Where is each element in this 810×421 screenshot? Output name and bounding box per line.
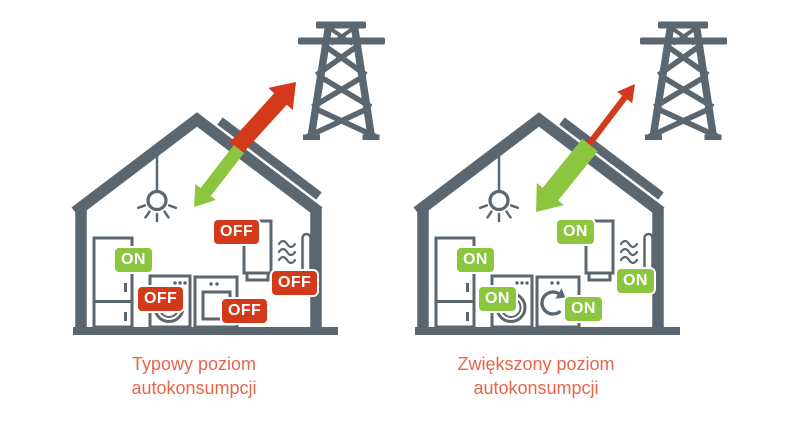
solar-panel-icon bbox=[559, 117, 664, 200]
solar-panel-icon bbox=[217, 117, 322, 200]
ground-line bbox=[73, 327, 338, 335]
water-heater-state-badge: ON bbox=[555, 218, 596, 246]
water-heater-state-badge: OFF bbox=[212, 218, 262, 246]
caption-line: Zwiększony poziom bbox=[457, 354, 615, 374]
dishwasher-state-badge: ON bbox=[563, 295, 604, 323]
right-scene bbox=[413, 21, 727, 335]
caption-line: autokonsumpcji bbox=[131, 378, 257, 398]
power-line-tower-icon bbox=[640, 21, 727, 140]
radiator-icon bbox=[277, 232, 312, 275]
left-scene bbox=[71, 21, 385, 335]
washing-machine-state-badge: OFF bbox=[136, 285, 186, 313]
ceiling-lamp-icon bbox=[136, 149, 178, 223]
caption-line: Typowy poziom bbox=[131, 354, 257, 374]
house-outline bbox=[413, 112, 680, 335]
right-diagram-caption: Zwiększony poziom autokonsumpcji bbox=[386, 352, 686, 400]
left-diagram-caption: Typowy poziom autokonsumpcji bbox=[44, 352, 344, 400]
self-consumption-arrow bbox=[536, 138, 598, 212]
ceiling-lamp-icon bbox=[478, 149, 520, 223]
radiator-state-badge: OFF bbox=[270, 269, 320, 297]
grid-export-arrow bbox=[229, 82, 296, 154]
grid-export-arrow bbox=[584, 84, 635, 149]
power-line-tower-icon bbox=[298, 21, 385, 140]
caption-line: autokonsumpcji bbox=[473, 378, 599, 398]
self-consumption-arrow bbox=[194, 145, 245, 207]
cycle-rotation-icon bbox=[540, 288, 566, 316]
fridge-state-badge: ON bbox=[113, 246, 154, 274]
radiator-state-badge: ON bbox=[615, 267, 656, 295]
washing-machine-state-badge: ON bbox=[477, 285, 518, 313]
oven-state-badge: OFF bbox=[220, 297, 270, 325]
fridge-state-badge: ON bbox=[455, 246, 496, 274]
ground-line bbox=[415, 327, 680, 335]
